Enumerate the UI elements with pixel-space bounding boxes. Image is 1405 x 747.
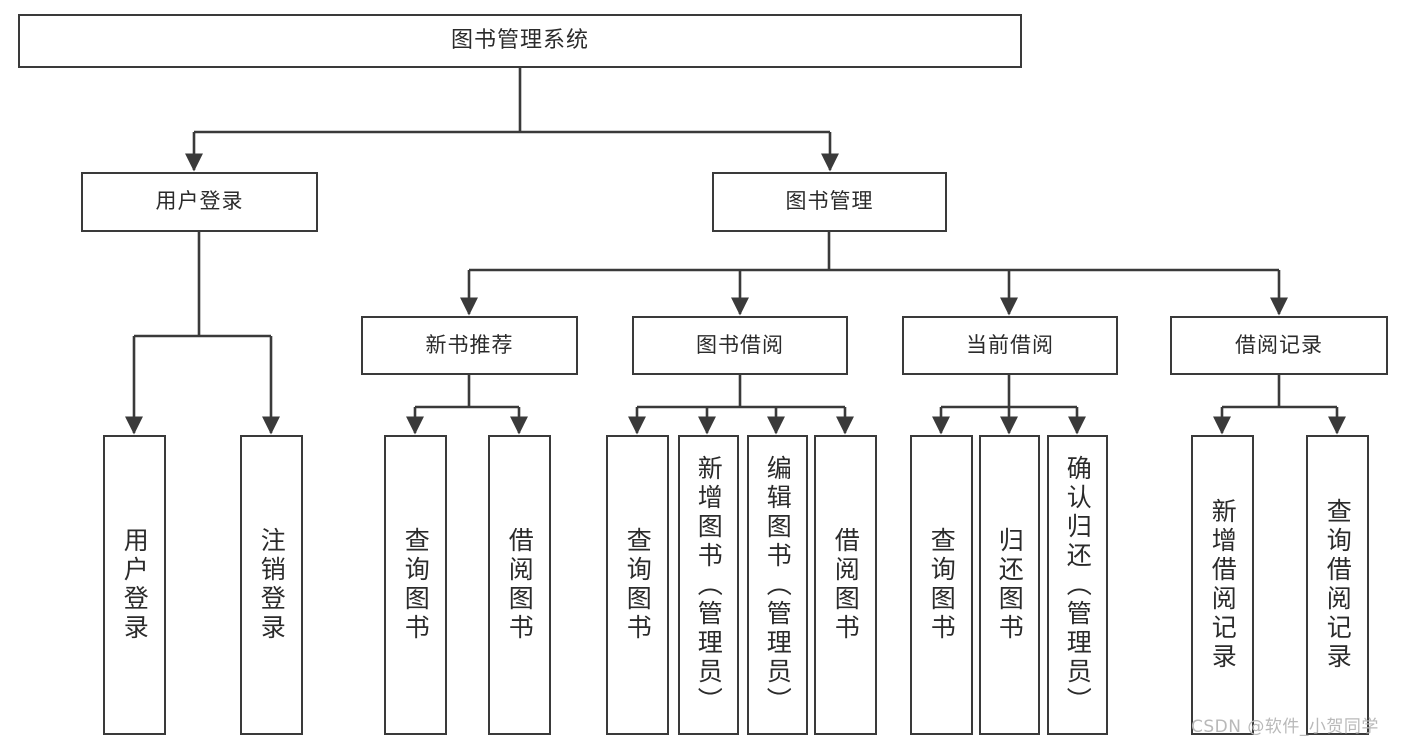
- node-borrow-record-label: 借阅记录: [1235, 332, 1323, 357]
- node-new-book-rec-label: 新书推荐: [425, 332, 514, 357]
- node-leaf-query-book-1[interactable]: 查询图书: [384, 435, 447, 735]
- node-leaf-query-book-2-label: 查询图书: [623, 527, 653, 643]
- node-root-label: 图书管理系统: [450, 27, 589, 53]
- node-leaf-logout-label: 注销登录: [257, 527, 287, 643]
- node-leaf-query-book-3-label: 查询图书: [927, 527, 957, 643]
- node-user-login[interactable]: 用户登录: [81, 172, 318, 232]
- node-leaf-add-borrow-record[interactable]: 新增借阅记录: [1191, 435, 1254, 735]
- node-leaf-borrow-book-2[interactable]: 借阅图书: [814, 435, 877, 735]
- node-leaf-add-book-admin-label: 新增图书（管理员）: [694, 454, 724, 716]
- node-leaf-query-book-1-label: 查询图书: [401, 527, 431, 643]
- node-leaf-confirm-return-admin-label: 确认归还（管理员）: [1063, 454, 1093, 716]
- node-leaf-user-login[interactable]: 用户登录: [103, 435, 166, 735]
- node-leaf-add-borrow-record-label: 新增借阅记录: [1208, 498, 1238, 672]
- node-book-borrow-label: 图书借阅: [696, 332, 784, 357]
- node-leaf-confirm-return-admin[interactable]: 确认归还（管理员）: [1047, 435, 1108, 735]
- node-leaf-logout[interactable]: 注销登录: [240, 435, 303, 735]
- node-leaf-query-borrow-record-label: 查询借阅记录: [1323, 498, 1353, 672]
- node-leaf-query-book-3[interactable]: 查询图书: [910, 435, 973, 735]
- node-leaf-query-borrow-record[interactable]: 查询借阅记录: [1306, 435, 1369, 735]
- node-leaf-return-book-label: 归还图书: [995, 527, 1025, 643]
- node-book-manage[interactable]: 图书管理: [712, 172, 947, 232]
- node-leaf-add-book-admin[interactable]: 新增图书（管理员）: [678, 435, 739, 735]
- node-leaf-borrow-book-2-label: 借阅图书: [831, 527, 861, 643]
- node-borrow-record[interactable]: 借阅记录: [1170, 316, 1388, 375]
- node-leaf-borrow-book-1-label: 借阅图书: [505, 527, 535, 643]
- node-leaf-query-book-2[interactable]: 查询图书: [606, 435, 669, 735]
- node-leaf-user-login-label: 用户登录: [120, 527, 150, 643]
- node-current-borrow-label: 当前借阅: [966, 332, 1054, 357]
- node-leaf-edit-book-admin[interactable]: 编辑图书（管理员）: [747, 435, 808, 735]
- watermark: CSDN @软件_小贺同学: [1191, 717, 1379, 737]
- node-leaf-borrow-book-1[interactable]: 借阅图书: [488, 435, 551, 735]
- node-leaf-edit-book-admin-label: 编辑图书（管理员）: [763, 454, 793, 716]
- node-leaf-return-book[interactable]: 归还图书: [979, 435, 1040, 735]
- node-new-book-rec[interactable]: 新书推荐: [361, 316, 578, 375]
- node-root[interactable]: 图书管理系统: [18, 14, 1022, 68]
- node-book-manage-label: 图书管理: [785, 189, 874, 214]
- node-book-borrow[interactable]: 图书借阅: [632, 316, 848, 375]
- node-user-login-label: 用户登录: [155, 189, 244, 214]
- node-current-borrow[interactable]: 当前借阅: [902, 316, 1118, 375]
